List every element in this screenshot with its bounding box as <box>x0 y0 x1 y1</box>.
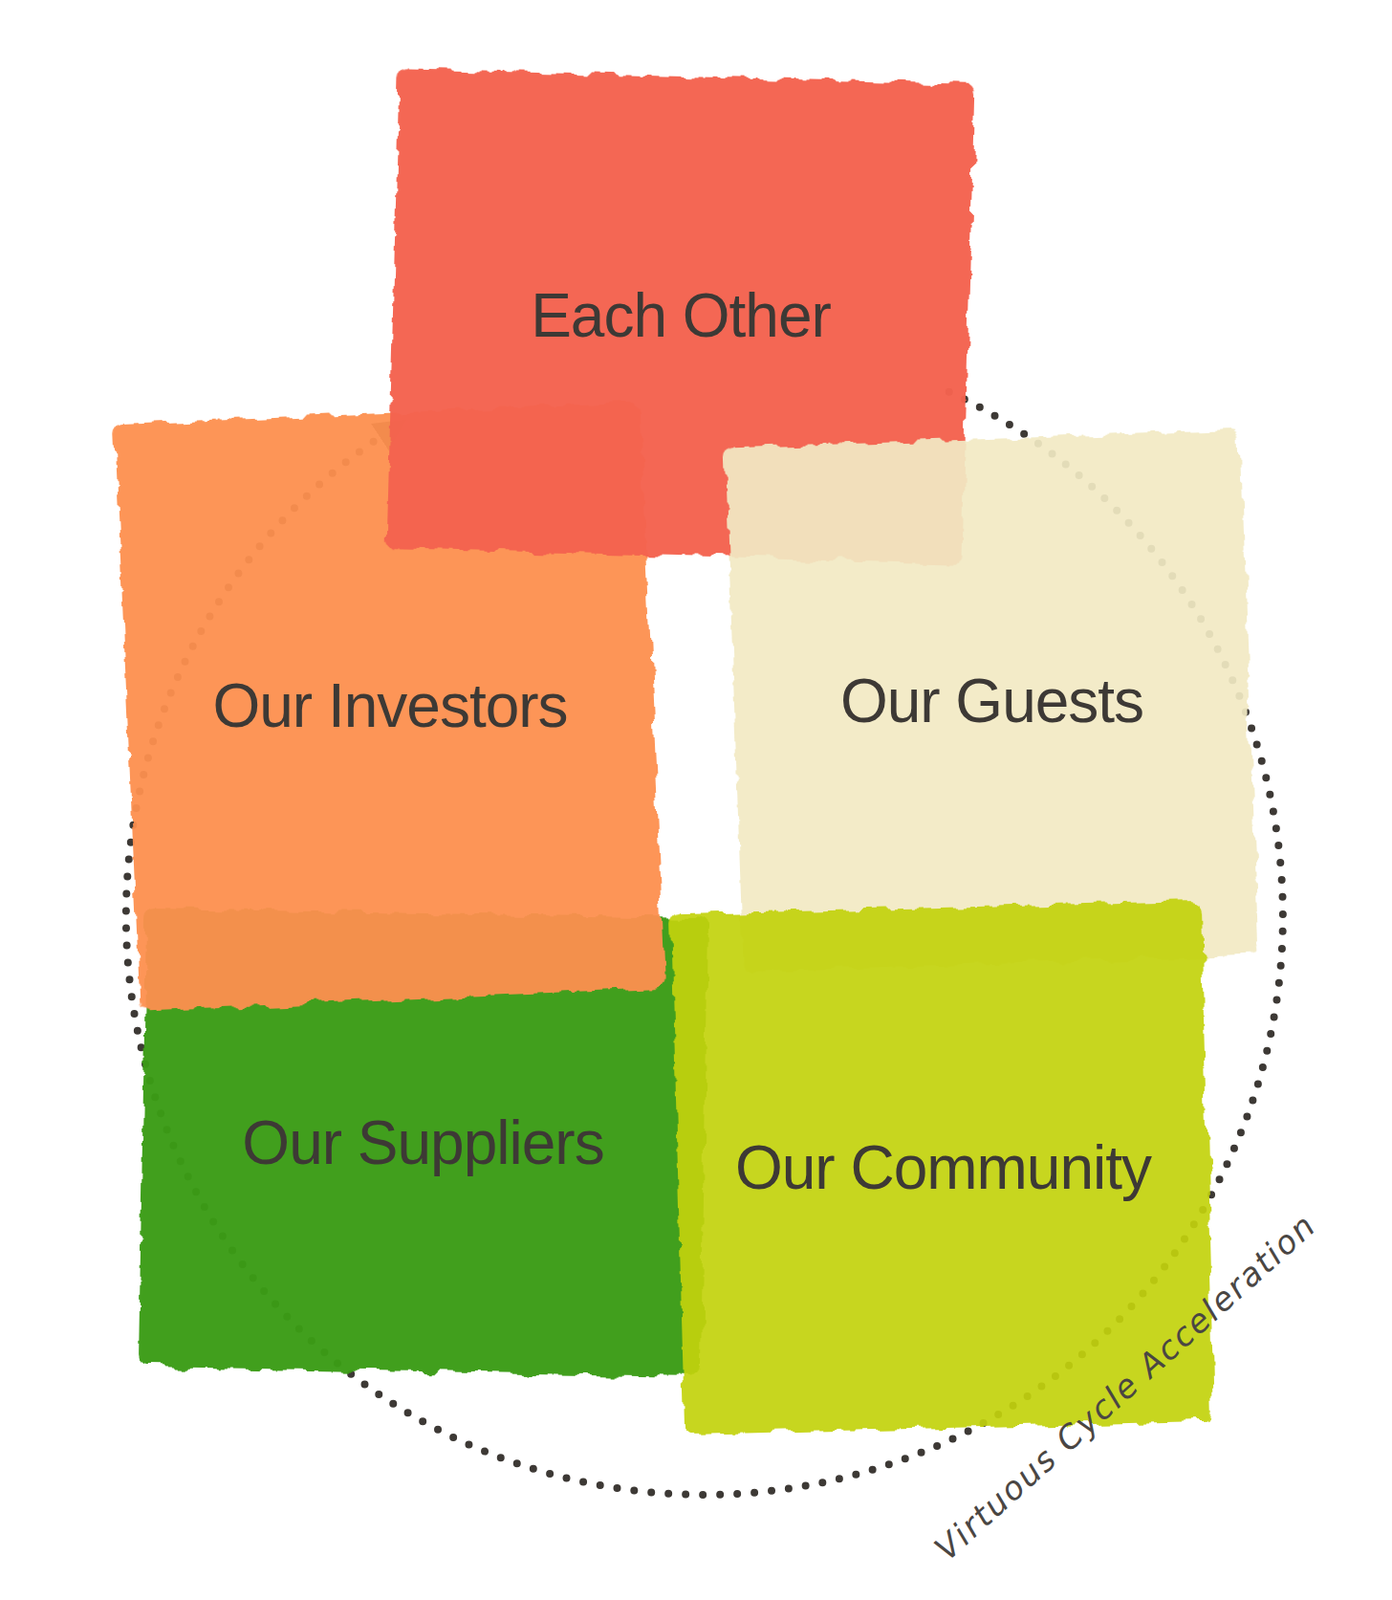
stakeholder-label: Our Investors <box>212 674 567 739</box>
stakeholder-box: Our Guests <box>734 438 1250 964</box>
stakeholder-label: Each Other <box>530 283 831 348</box>
stakeholder-label: Our Suppliers <box>241 1110 604 1175</box>
stakeholder-label: Our Community <box>735 1135 1152 1200</box>
stakeholder-box: Our Community <box>677 907 1209 1428</box>
stakeholder-label: Our Guests <box>840 669 1144 734</box>
